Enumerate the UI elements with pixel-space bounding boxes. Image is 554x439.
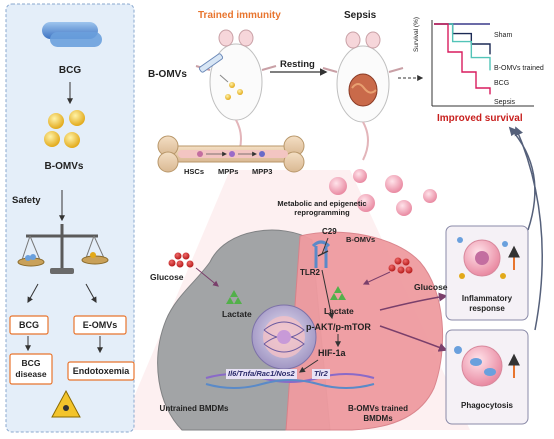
hscs-label: HSCs <box>184 167 205 176</box>
dna-strand-2 <box>205 379 375 389</box>
tlr2-label: TLR2 <box>300 268 320 277</box>
legend-sham: Sham <box>494 32 513 39</box>
arrow-glucose-left <box>195 267 219 287</box>
inflammatory-cell-icon <box>457 237 508 279</box>
c29-inhibition <box>321 237 329 255</box>
survival-chart <box>431 20 534 107</box>
arrow-inflammation-to-survival <box>508 126 536 231</box>
km-line-bcg <box>434 23 491 71</box>
arrow-scale-to-eomvs <box>85 283 97 304</box>
legend-sepsis: Sepsis <box>494 99 516 106</box>
endotoxemia-box <box>67 361 135 381</box>
lactate-left-label: Lactate <box>222 309 252 319</box>
km-line-b-omvs-trained <box>434 23 491 55</box>
b-omvs-vesicles-icon <box>44 110 85 148</box>
tlr2-receptor-icon <box>311 240 331 268</box>
arrow-tlr2-to-akt <box>321 269 334 320</box>
bcg-bacterium-icon <box>42 22 102 47</box>
b-omvs-cell-label: B-OMVs <box>346 235 376 244</box>
hif-label: HIF-1a <box>318 348 346 358</box>
improved-survival-label: Improved survival <box>437 113 523 124</box>
e-omvs-box <box>73 315 127 335</box>
inflammatory-response-label: Inflammatory response <box>461 294 513 313</box>
balance-scale-icon <box>17 224 109 274</box>
bone-marrow-icon <box>157 135 305 173</box>
arrow-hif-to-genes <box>299 359 319 373</box>
trained-immunity-title: Trained immunity <box>198 10 281 21</box>
nucleus-icon <box>251 304 317 370</box>
b-omvs-label: B-OMVs <box>44 161 84 172</box>
bcg-disease-label: BCG disease <box>15 358 47 379</box>
sepsis-title: Sepsis <box>344 10 377 21</box>
bcg-disease-box <box>9 353 53 385</box>
endotoxemia-label: Endotoxemia <box>72 366 130 376</box>
lactate-left-icon <box>226 290 242 304</box>
trained-bmdms-label: B-OMVs trained BMDMs <box>347 404 408 423</box>
lactate-right-icon <box>330 286 346 300</box>
mpp3-label: MPP3 <box>252 167 273 176</box>
gene-label: Il6/Tnfa/Rac1/Nos2 <box>226 369 297 379</box>
arrow-to-phagocytosis <box>379 325 448 352</box>
hazard-warning-icon <box>51 389 81 418</box>
legend-bcg: BCG <box>494 80 510 87</box>
b-omvs-injection-label: B-OMVs <box>148 69 187 80</box>
trained-cell <box>285 231 444 431</box>
tlr2-gene-label: Tlr2 <box>312 369 330 379</box>
legend-b-omvs-trained: B-OMVs trained <box>494 65 544 72</box>
bcg-box-label: BCG <box>19 320 39 330</box>
safety-label: Safety <box>12 195 41 206</box>
glucose-left-label: Glucose <box>150 272 184 282</box>
c29-label: C29 <box>322 227 337 236</box>
reprogramming-label: Metabolic and epigenetic reprogramming <box>277 199 367 217</box>
arrow-glucose-right <box>362 271 391 285</box>
e-omvs-box-label: E-OMVs <box>82 320 118 330</box>
phagocyte-cell-icon <box>454 345 503 387</box>
trained-mouse-icon <box>195 29 277 161</box>
survival-ylabel: Survival (%) <box>413 16 420 52</box>
bcg-label: BCG <box>58 65 82 76</box>
glucose-right-label: Glucose <box>414 282 448 292</box>
km-line-sepsis <box>434 23 491 95</box>
c29-tbar <box>317 250 329 257</box>
mpps-label: MPPs <box>218 167 239 176</box>
arrow-phagocytosis-to-survival <box>514 126 543 331</box>
lactate-right-label: Lactate <box>324 306 354 316</box>
syringe-icon <box>198 53 229 83</box>
arrow-to-inflammatory <box>379 292 448 311</box>
akt-mtor-label: p-AKT/p-mTOR <box>306 322 371 332</box>
glucose-left-icon <box>168 252 194 268</box>
reprogramming-vesicles-icon <box>329 169 437 216</box>
glucose-right-icon <box>388 257 413 274</box>
bcg-box <box>9 315 49 335</box>
arrow-scale-to-bcg <box>27 283 39 304</box>
resting-label: Resting <box>280 59 315 70</box>
septic-mouse-icon <box>322 31 404 161</box>
untrained-bmdms-label: Untrained BMDMs <box>159 404 229 413</box>
phagocytosis-label: Phagocytosis <box>460 401 513 410</box>
